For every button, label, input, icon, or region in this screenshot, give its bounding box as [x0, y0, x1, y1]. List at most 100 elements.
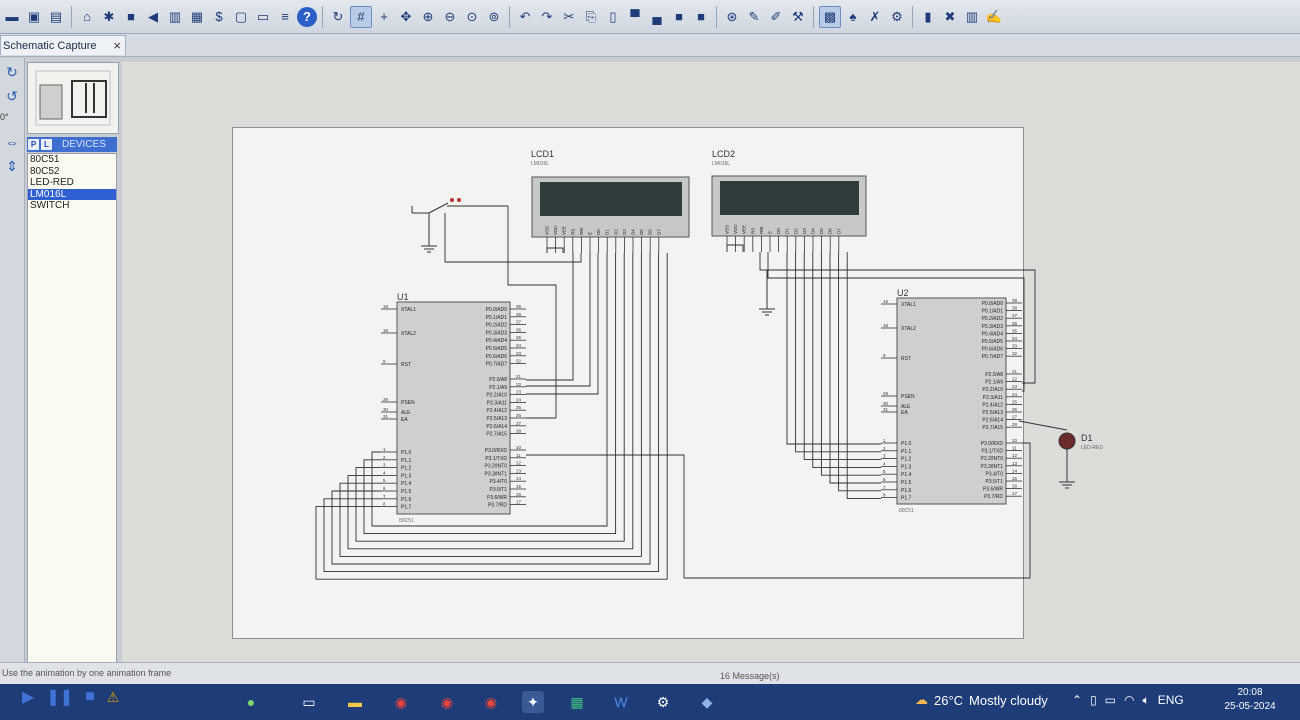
proteus-app-icon[interactable]: ✦ [522, 691, 544, 713]
chevron-up-icon[interactable]: ⌃ [1072, 693, 1083, 707]
close-icon[interactable]: × [113, 38, 121, 53]
wire-autorouter-icon[interactable]: ▩ [819, 5, 841, 28]
component-icon[interactable]: ✱ [103, 8, 115, 24]
u2-ref[interactable]: U2 [897, 288, 909, 298]
simulation-controls: ▶ ❚❚ ■ ⚠ [0, 686, 119, 708]
settings-icon[interactable]: ⚙ [656, 693, 670, 710]
switch-component[interactable] [411, 198, 461, 253]
property-tool-icon[interactable]: ✗ [869, 8, 881, 24]
play-icon[interactable]: ▶ [22, 689, 35, 706]
message-count[interactable]: 16 Message(s) [720, 671, 780, 681]
refresh-icon[interactable]: ↻ [332, 8, 344, 24]
make-device-icon[interactable]: ✎ [748, 8, 760, 24]
zoom-out-icon[interactable]: ⊖ [444, 8, 456, 24]
import-icon[interactable]: ▤ [49, 8, 63, 24]
zoom-in-icon[interactable]: ⊕ [422, 8, 434, 24]
device-item[interactable]: 80C52 [30, 165, 60, 177]
u1-pin-label: P2.0/A8 [489, 377, 507, 383]
app-icon[interactable]: ◆ [701, 693, 713, 710]
save-icon[interactable]: ▣ [27, 8, 41, 24]
package-icon[interactable]: ✐ [770, 8, 782, 24]
grid-icon[interactable]: # [350, 5, 372, 28]
warning-icon[interactable]: ⚠ [106, 688, 120, 705]
gallery-icon[interactable]: ▦ [190, 8, 204, 24]
block-rotate-icon[interactable]: ■ [675, 9, 683, 24]
report-icon[interactable]: ▢ [234, 8, 248, 24]
lcd2-ref[interactable]: LCD2 [712, 149, 735, 159]
u1-ref[interactable]: U1 [397, 292, 409, 302]
pcb-icon[interactable]: ▥ [168, 8, 182, 24]
u1-pin-number: 5 [383, 478, 386, 483]
u2-pin-label: P1.1 [901, 449, 912, 455]
home-icon[interactable]: ⌂ [83, 9, 91, 24]
d1-ref[interactable]: D1 [1081, 433, 1093, 443]
library-manager-button[interactable]: L [41, 139, 52, 150]
pick-device-icon[interactable]: ⊛ [726, 8, 738, 24]
wifi-icon[interactable]: ◠ [1124, 693, 1135, 707]
rotation-angle[interactable]: 0° [0, 112, 9, 122]
task-view-icon[interactable]: ▭ [302, 693, 316, 710]
rotate-ccw-icon[interactable]: ↺ [6, 87, 18, 104]
file-explorer-icon[interactable]: ▬ [348, 694, 362, 710]
display-icon[interactable]: ▭ [1104, 693, 1117, 707]
chrome-icon[interactable]: ◉ [440, 693, 454, 710]
u1-body[interactable] [396, 301, 511, 515]
weather-widget[interactable]: ☁ 26°C Mostly cloudy [915, 692, 1048, 708]
word-icon[interactable]: W [614, 694, 628, 710]
mirror-vertical-icon[interactable]: ⇕ [6, 157, 18, 174]
rotate-cw-icon[interactable]: ↻ [6, 63, 18, 80]
pause-icon[interactable]: ❚❚ [46, 689, 74, 706]
clock[interactable]: 20:08 25-05-2024 [1222, 686, 1278, 714]
goto-sheet-icon[interactable]: ▥ [965, 8, 979, 24]
decompose-icon[interactable]: ⚒ [792, 8, 804, 24]
remove-sheet-icon[interactable]: ✖ [944, 8, 956, 24]
chrome-icon[interactable]: ◉ [394, 693, 408, 710]
device-item[interactable]: LED-RED [30, 177, 74, 188]
block-copy-icon[interactable]: ▀ [630, 9, 640, 24]
undo-icon[interactable]: ↶ [519, 8, 531, 24]
led-d1[interactable] [1018, 420, 1076, 489]
overview-window[interactable] [27, 62, 119, 134]
device-item[interactable]: SWITCH [30, 200, 70, 211]
wire [355, 253, 625, 542]
pan-icon[interactable]: ✥ [400, 8, 412, 24]
block-delete-icon[interactable]: ■ [697, 9, 705, 24]
paste-icon[interactable]: ▯ [609, 8, 617, 24]
pick-devices-button[interactable]: P [28, 139, 39, 150]
bill-icon[interactable]: ✍ [985, 8, 1003, 24]
u1-pin-label: P2.3/A11 [487, 400, 507, 406]
back-icon[interactable]: ◀ [148, 8, 158, 24]
stop-icon[interactable]: ■ [85, 688, 95, 705]
copy-icon[interactable]: ⎘ [585, 8, 597, 24]
chip-icon[interactable]: ■ [127, 9, 135, 24]
u1-pin-number: 12 [516, 461, 522, 466]
zoom-all-icon[interactable]: ⊙ [466, 8, 478, 24]
widget-icon[interactable]: ● [246, 694, 256, 710]
device-item-selected[interactable]: LM016L [28, 188, 116, 200]
u2-body[interactable] [896, 297, 1007, 505]
spreadsheet-app-icon[interactable]: ▦ [570, 693, 584, 710]
netlist-icon[interactable]: ⚙ [891, 8, 903, 24]
chrome-icon[interactable]: ◉ [484, 693, 498, 710]
lcd1-ref[interactable]: LCD1 [531, 149, 554, 159]
cut-icon[interactable]: ✂ [563, 8, 575, 24]
new-sheet-icon[interactable]: ▮ [924, 8, 932, 24]
script-icon[interactable]: ≡ [281, 9, 289, 24]
block-move-icon[interactable]: ▄ [652, 9, 662, 24]
open-folder-icon[interactable]: ▬ [5, 9, 19, 24]
mirror-horizontal-icon[interactable]: ⇔ [5, 134, 19, 150]
lcd2-pin-label: D6 [828, 228, 833, 234]
help-icon[interactable]: ? [297, 6, 317, 27]
design-icon[interactable]: ▭ [256, 8, 270, 24]
origin-icon[interactable]: + [380, 9, 388, 24]
bom-icon[interactable]: $ [215, 9, 223, 24]
device-item[interactable]: 80C51 [30, 154, 60, 165]
tab-schematic-capture[interactable]: Schematic Capture × [0, 35, 126, 55]
speaker-icon[interactable]: 🔈︎ [1142, 693, 1150, 707]
search-tag-icon[interactable]: ♠ [849, 9, 857, 24]
language-indicator[interactable]: ENG [1157, 693, 1184, 707]
redo-icon[interactable]: ↷ [541, 8, 553, 24]
zoom-area-icon[interactable]: ⊚ [488, 8, 500, 24]
usb-icon[interactable]: ▯ [1090, 693, 1097, 707]
